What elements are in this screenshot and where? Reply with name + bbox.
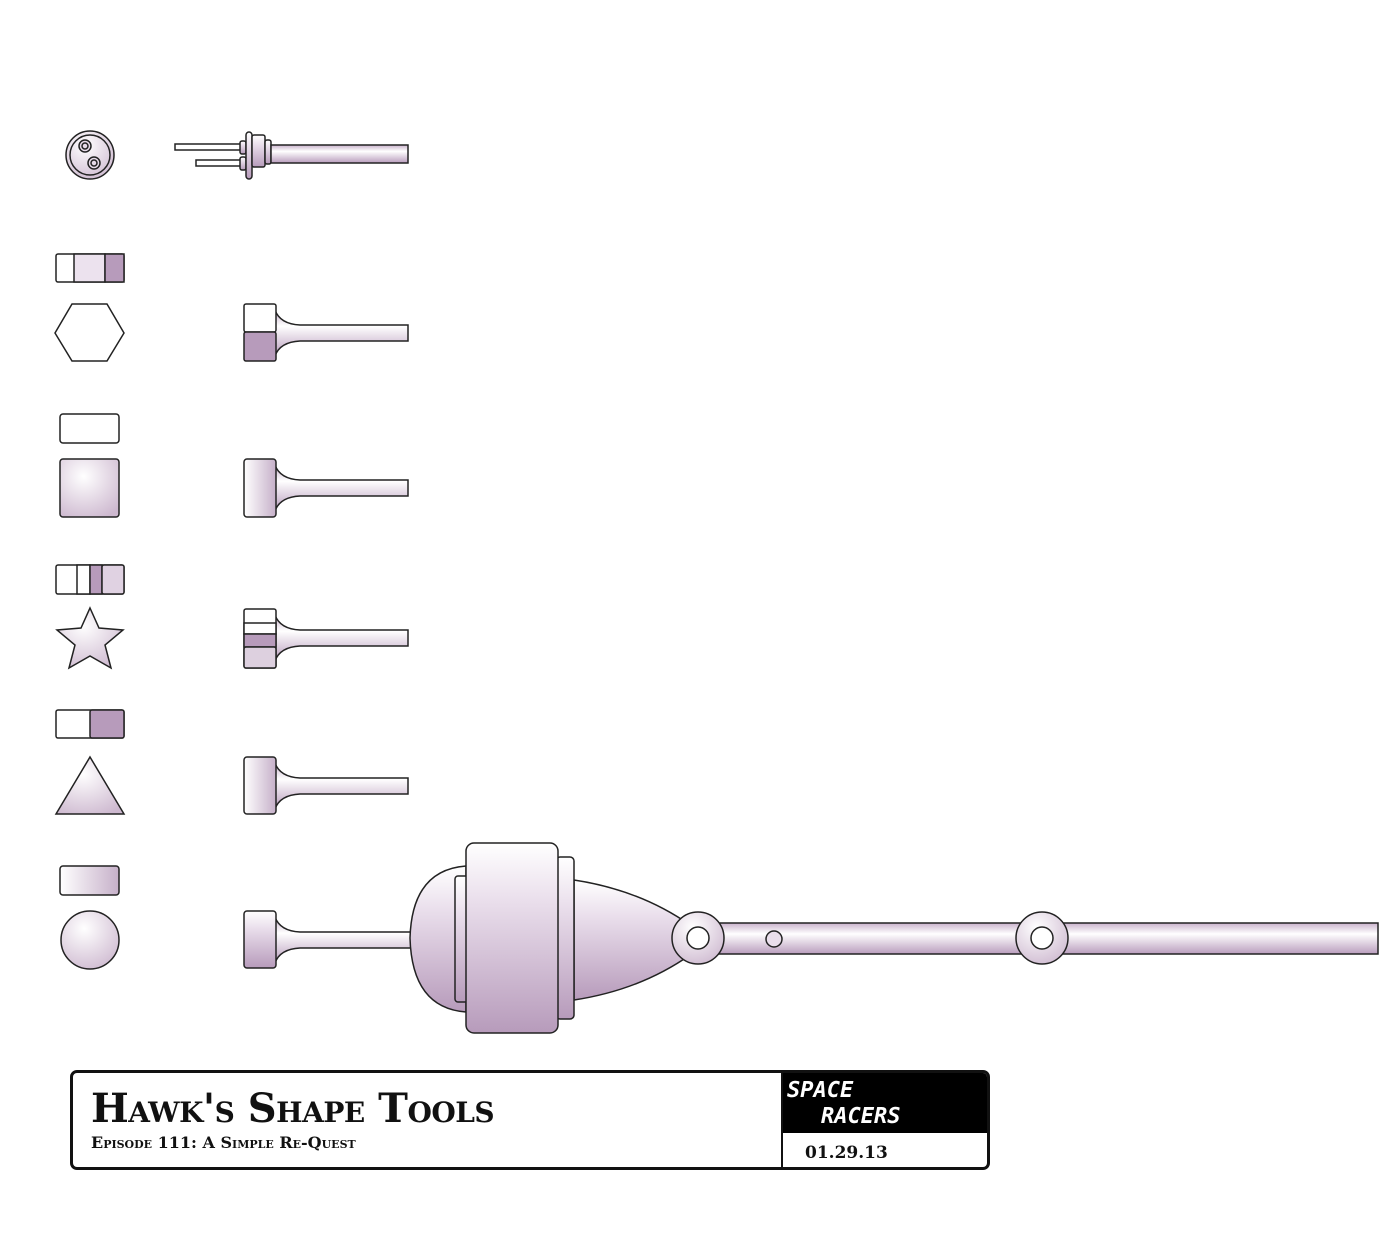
square-tool: [243, 458, 409, 518]
star-tool: [243, 608, 409, 669]
logo-line-2: RACERS: [821, 1104, 901, 1129]
star-shape-icon: [55, 606, 125, 670]
hex-bit-side-bar: [55, 253, 125, 283]
connector-tool: [174, 131, 409, 180]
hex-tool: [243, 303, 409, 362]
drill-assembly: [243, 842, 1379, 1034]
square-bit-side-bar: [59, 413, 120, 444]
episode-subtitle: Episode 111: A Simple Re-Quest: [91, 1133, 356, 1152]
circle-shape-icon: [60, 910, 120, 970]
space-racers-logo: SPACE RACERS: [783, 1073, 987, 1133]
sheet-date: 01.29.13: [805, 1143, 888, 1163]
title-block: Hawk's Shape Tools Episode 111: A Simple…: [70, 1070, 990, 1170]
logo-line-1: SPACE: [787, 1078, 854, 1103]
triangle-bit-side-bar: [55, 709, 125, 739]
connector-end-icon: [65, 130, 115, 180]
triangle-tool: [243, 756, 409, 815]
triangle-shape-icon: [54, 755, 126, 815]
sheet-title: Hawk's Shape Tools: [91, 1085, 495, 1132]
hex-shape-icon: [54, 303, 125, 362]
circle-bit-side-bar: [59, 865, 120, 896]
star-bit-side-bar: [55, 564, 125, 595]
square-shape-icon: [59, 458, 120, 518]
